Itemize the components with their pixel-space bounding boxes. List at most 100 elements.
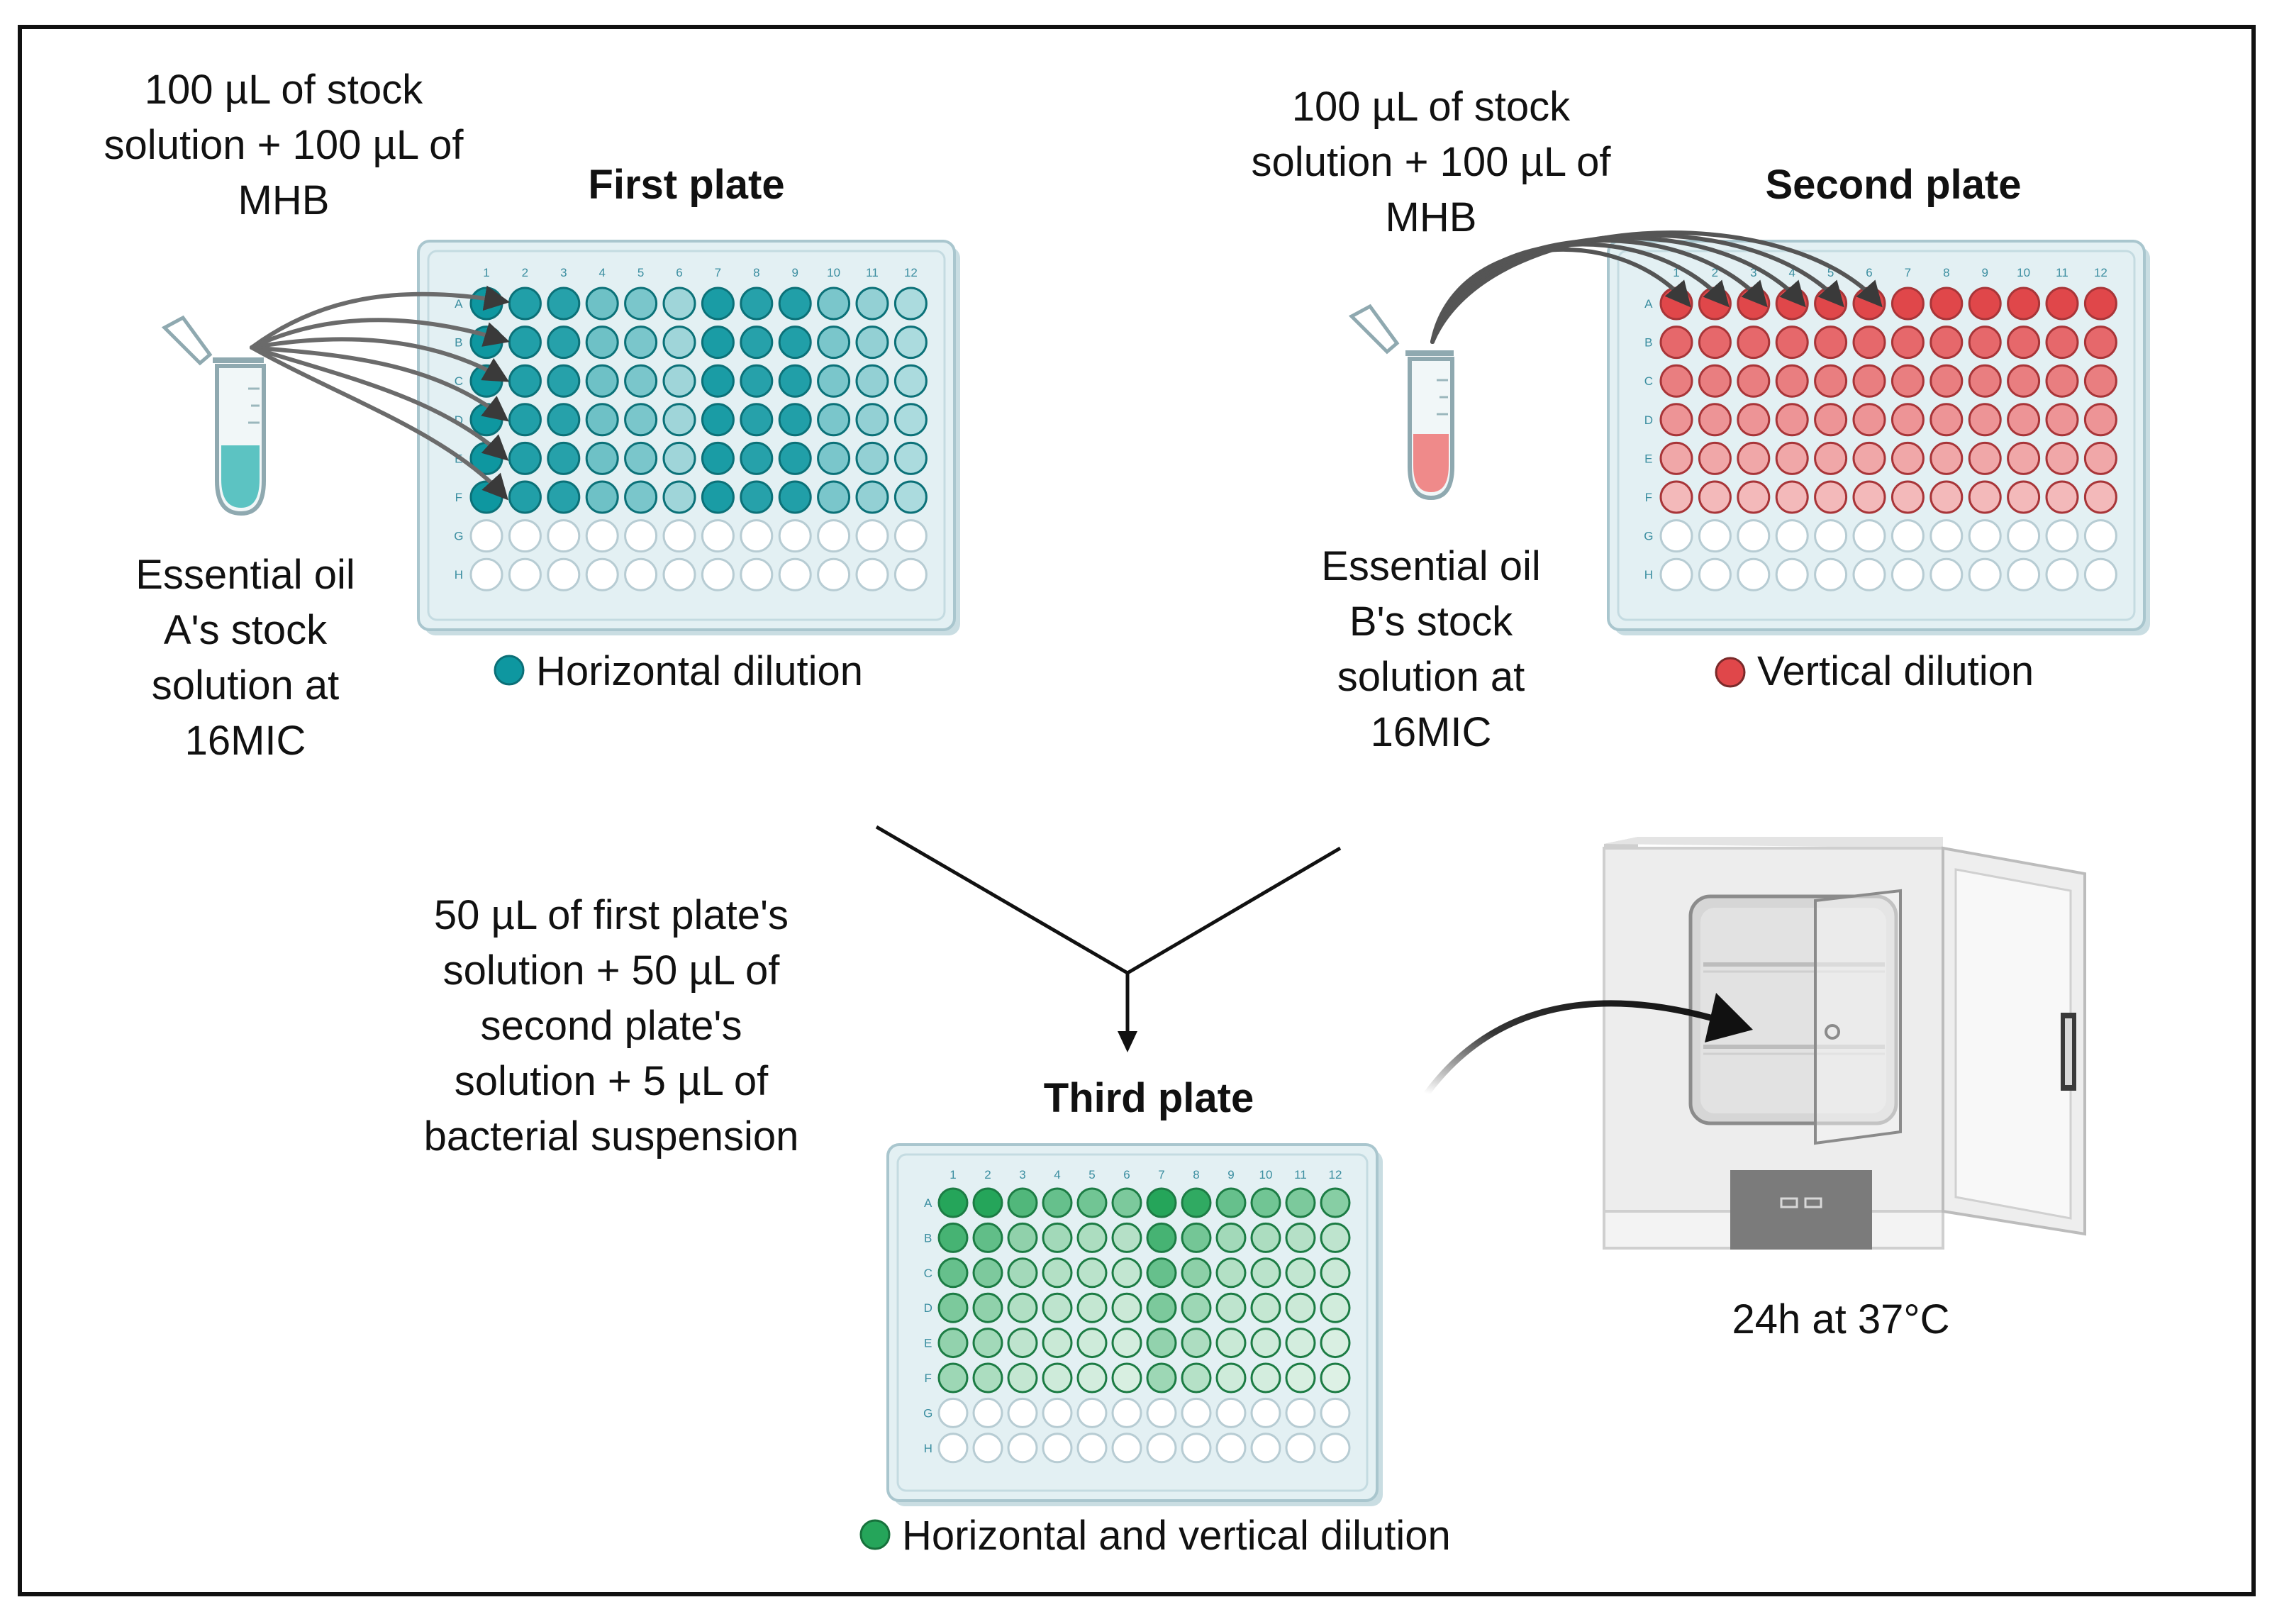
plate-well: [585, 519, 619, 553]
plate-well: [1890, 441, 1925, 475]
stock-a-caption-line: solution at: [152, 662, 339, 708]
plate-well: [585, 441, 619, 475]
plate-well: [778, 441, 812, 475]
plate-well: [547, 519, 581, 553]
plate-well: [778, 557, 812, 591]
plate-column-label: 2: [984, 1168, 991, 1181]
plate-well: [1968, 441, 2002, 475]
plate-well: [2083, 519, 2117, 553]
plate-column-label: 1: [950, 1168, 956, 1181]
third-plate-legend-swatch: [859, 1519, 891, 1550]
plate-well: [2007, 326, 2041, 360]
plate-well: [1968, 519, 2002, 553]
plate-well: [972, 1187, 1003, 1218]
plate-row-label: G: [1644, 530, 1653, 543]
plate-well: [1968, 480, 2002, 514]
plate-column-label: 4: [1054, 1168, 1060, 1181]
plate-well: [778, 364, 812, 398]
plate-well: [778, 326, 812, 360]
plate-well: [508, 364, 542, 398]
plate-well: [2007, 364, 2041, 398]
plate-well: [1285, 1292, 1316, 1323]
plate-well: [1929, 326, 1964, 360]
plate-well: [662, 557, 696, 591]
plate-well: [855, 403, 889, 437]
plate-well: [662, 403, 696, 437]
mix-line: bacterial suspension: [424, 1113, 799, 1159]
plate-well: [740, 287, 774, 321]
first-plate-title: First plate: [588, 162, 784, 208]
plate-well: [1929, 480, 1964, 514]
plate-well: [1285, 1328, 1316, 1359]
plate-row-label: C: [455, 374, 463, 388]
plate-well: [624, 480, 658, 514]
plate-column-label: 2: [522, 266, 528, 279]
plate-well: [1659, 441, 1693, 475]
plate-well: [1181, 1328, 1212, 1359]
plate-well: [508, 480, 542, 514]
transfer-arrow: [250, 337, 510, 382]
first-plate-legend-label: Horizontal dilution: [536, 648, 863, 694]
plate-column-label: 2: [1712, 266, 1718, 279]
transfer-arrow: [250, 285, 511, 350]
plate-well: [624, 287, 658, 321]
plate-well: [585, 557, 619, 591]
plate-well: [1042, 1328, 1073, 1359]
plate-well: [1076, 1187, 1108, 1218]
plate-well: [1659, 403, 1693, 437]
plate-well: [817, 326, 851, 360]
third-plate-title: Third plate: [1044, 1075, 1254, 1121]
plate-well: [1146, 1328, 1177, 1359]
plate-column-label: 6: [1123, 1168, 1130, 1181]
plate-well: [1852, 326, 1886, 360]
transfer-arrow: [250, 345, 509, 461]
plate-well: [1852, 557, 1886, 591]
plate-well: [778, 287, 812, 321]
plate-column-label: 8: [1943, 266, 1949, 279]
plate-well: [1146, 1257, 1177, 1289]
plate-well: [662, 441, 696, 475]
plate-row-label: C: [924, 1267, 932, 1280]
plate-well: [624, 364, 658, 398]
plate-well: [1076, 1328, 1108, 1359]
plate-row-label: E: [924, 1337, 932, 1350]
plate-well: [1181, 1433, 1212, 1464]
plate-well: [1042, 1222, 1073, 1253]
plate-well: [1285, 1187, 1316, 1218]
plate-well: [2007, 287, 2041, 321]
plate-well: [1814, 364, 1848, 398]
plate-column-label: 5: [1827, 266, 1834, 279]
plate-well: [1285, 1433, 1316, 1464]
plate-well: [585, 480, 619, 514]
plate-well: [585, 326, 619, 360]
stock-b-caption: Essential oil B's stock solution at 16MI…: [1321, 543, 1540, 755]
plate-well: [1929, 287, 1964, 321]
plate-well: [1852, 403, 1886, 437]
plate-well: [855, 441, 889, 475]
incubator-icon: [1603, 837, 2086, 1250]
plate-column-label: 10: [827, 266, 840, 279]
plate-well: [1215, 1187, 1247, 1218]
plate-well: [1320, 1292, 1351, 1323]
plate-well: [1215, 1257, 1247, 1289]
plate-well: [937, 1328, 969, 1359]
plate-well: [2045, 403, 2079, 437]
plate-well: [1285, 1257, 1316, 1289]
plate-well: [662, 480, 696, 514]
plate-well: [1076, 1397, 1108, 1428]
figure-border: [18, 25, 2256, 1596]
stock-a-caption: Essential oil A's stock solution at 16MI…: [135, 552, 355, 764]
plate-well: [1111, 1328, 1142, 1359]
plate-well: [1659, 326, 1693, 360]
plate-well: [547, 557, 581, 591]
plate-well: [1007, 1397, 1038, 1428]
plate-well: [855, 364, 889, 398]
plate-well: [855, 480, 889, 514]
plate-well: [1042, 1397, 1073, 1428]
plate-well: [1320, 1222, 1351, 1253]
stock-a-caption-line: Essential oil: [135, 552, 355, 598]
tube-b-icon: [1348, 304, 1454, 501]
second-plate-legend-label: Vertical dilution: [1757, 648, 2034, 694]
plate-well: [1215, 1222, 1247, 1253]
